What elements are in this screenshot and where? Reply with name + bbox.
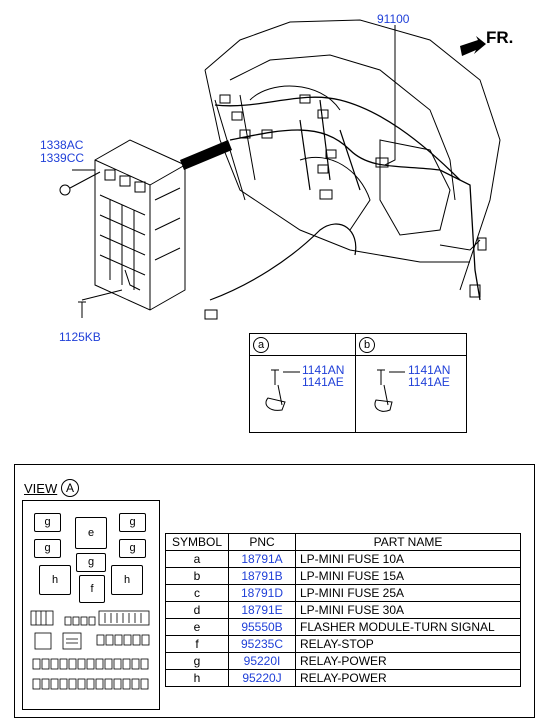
row-part-name: LP-MINI FUSE 15A	[295, 567, 521, 585]
row-part-name: LP-MINI FUSE 25A	[295, 584, 521, 602]
table-row: c 18791D LP-MINI FUSE 25A	[165, 584, 521, 602]
relay-h-1: h	[39, 565, 71, 595]
row-part-name: LP-MINI FUSE 10A	[295, 550, 521, 568]
view-a-panel	[14, 464, 535, 718]
row-symbol: a	[165, 550, 229, 568]
detail-a-part-2: 1141AE	[302, 375, 344, 389]
table-row: e 95550B FLASHER MODULE-TURN SIGNAL	[165, 618, 521, 636]
row-part-name: RELAY-POWER	[295, 652, 521, 670]
mini-fuse-rows	[30, 610, 150, 690]
header-symbol: SYMBOL	[165, 533, 229, 551]
table-row: h 95220J RELAY-POWER	[165, 669, 521, 687]
row-pnc: 95235C	[228, 635, 296, 653]
relay-g-5: g	[119, 539, 146, 558]
table-row: f 95235C RELAY-STOP	[165, 635, 521, 653]
relay-g-2: g	[119, 513, 146, 532]
detail-a-part-1: 1141AN	[302, 363, 345, 377]
row-pnc: 18791E	[228, 601, 296, 619]
row-symbol: h	[165, 669, 229, 687]
view-circle: A	[61, 479, 79, 497]
parts-table: SYMBOL PNC PART NAME a 18791A LP-MINI FU…	[165, 533, 521, 687]
row-part-name: LP-MINI FUSE 30A	[295, 601, 521, 619]
row-pnc: 95550B	[228, 618, 296, 636]
row-symbol: d	[165, 601, 229, 619]
view-label: VIEW	[24, 481, 58, 496]
row-pnc: 95220J	[228, 669, 296, 687]
front-direction-label: FR.	[486, 28, 514, 47]
detail-a-circle: a	[253, 337, 269, 353]
detail-b-part-1: 1141AN	[408, 363, 451, 377]
header-pnc: PNC	[228, 533, 296, 551]
bolt-part-label: 1125KB	[59, 330, 101, 344]
row-symbol: f	[165, 635, 229, 653]
relay-g-4: g	[76, 553, 106, 572]
header-part-name: PART NAME	[295, 533, 521, 551]
table-row: d 18791E LP-MINI FUSE 30A	[165, 601, 521, 619]
row-pnc: 95220I	[228, 652, 296, 670]
row-part-name: RELAY-STOP	[295, 635, 521, 653]
harness-illustration	[59, 19, 501, 412]
row-pnc: 18791A	[228, 550, 296, 568]
table-row: b 18791B LP-MINI FUSE 15A	[165, 567, 521, 585]
relay-f: f	[79, 575, 105, 603]
relay-g-3: g	[34, 539, 61, 558]
row-symbol: e	[165, 618, 229, 636]
detail-b-part-2: 1141AE	[408, 375, 450, 389]
row-symbol: b	[165, 567, 229, 585]
row-symbol: g	[165, 652, 229, 670]
detail-divider	[355, 333, 356, 432]
table-header-row: SYMBOL PNC PART NAME	[165, 533, 521, 551]
detail-b-circle: b	[359, 337, 375, 353]
relay-g-1: g	[34, 513, 61, 532]
row-pnc: 18791D	[228, 584, 296, 602]
fuse-box-layout: g e g g g g h f h	[22, 500, 160, 710]
row-pnc: 18791B	[228, 567, 296, 585]
table-row: g 95220I RELAY-POWER	[165, 652, 521, 670]
table-row: a 18791A LP-MINI FUSE 10A	[165, 550, 521, 568]
detail-box	[249, 333, 467, 433]
harness-part-label: 91100	[377, 12, 410, 26]
detail-header-line	[249, 355, 466, 356]
flasher-e: e	[75, 517, 107, 549]
row-symbol: c	[165, 584, 229, 602]
bracket-part-label-2: 1339CC	[40, 151, 85, 165]
bracket-part-label-1: 1338AC	[40, 138, 84, 152]
row-part-name: FLASHER MODULE-TURN SIGNAL	[295, 618, 521, 636]
row-part-name: RELAY-POWER	[295, 669, 521, 687]
relay-h-2: h	[111, 565, 143, 595]
